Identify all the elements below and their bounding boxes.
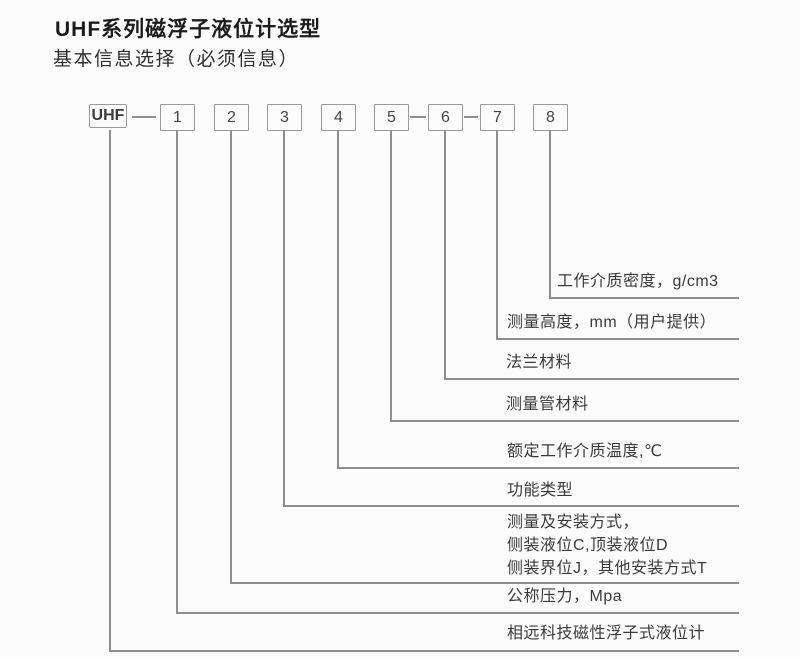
label-position-2-line1: 测量及安装方式， xyxy=(507,514,640,531)
dash-prefix-to-1 xyxy=(132,116,156,118)
label-position-6: 法兰材料 xyxy=(506,354,573,371)
label-position-2: 测量及安装方式， 侧装液位C,顶装液位D 侧装界位J，其他安装方式T xyxy=(507,511,707,580)
code-box-2: 2 xyxy=(214,104,249,131)
connector-1-vline xyxy=(176,130,178,612)
connector-5-vline xyxy=(390,130,392,420)
connector-prefix-hline xyxy=(109,650,739,652)
label-position-5: 测量管材料 xyxy=(506,396,589,413)
connector-2-vline xyxy=(230,130,232,582)
label-position-1: 公称压力，Mpa xyxy=(507,588,623,605)
connector-5-hline xyxy=(390,420,739,422)
page-subtitle: 基本信息选择（必须信息） xyxy=(53,49,300,70)
connector-4-vline xyxy=(337,130,339,467)
label-prefix: 相远科技磁性浮子式液位计 xyxy=(507,625,706,642)
label-position-8: 工作介质密度，g/cm3 xyxy=(557,273,719,290)
label-position-7: 测量高度，mm（用户提供） xyxy=(507,314,717,331)
code-box-7: 7 xyxy=(480,104,515,131)
label-position-2-line2: 侧装液位C,顶装液位D xyxy=(507,537,669,554)
connector-8-vline xyxy=(549,130,551,297)
connector-6-hline xyxy=(444,378,739,380)
connector-3-vline xyxy=(283,130,285,505)
connector-2-hline xyxy=(230,582,739,584)
connector-8-hline xyxy=(549,297,739,299)
connector-7-vline xyxy=(496,130,498,338)
page-title: UHF系列磁浮子液位计选型 xyxy=(55,18,322,41)
code-box-6: 6 xyxy=(428,104,463,131)
dash-5-to-6 xyxy=(410,116,426,118)
connector-prefix-vline xyxy=(109,130,111,650)
code-box-8: 8 xyxy=(533,104,568,131)
code-box-4: 4 xyxy=(321,104,356,131)
model-prefix-box: UHF xyxy=(89,104,127,128)
connector-4-hline xyxy=(337,467,739,469)
connector-1-hline xyxy=(176,612,739,614)
label-position-4: 额定工作介质温度,℃ xyxy=(507,443,663,460)
label-position-3: 功能类型 xyxy=(507,482,574,499)
connector-6-vline xyxy=(444,130,446,378)
code-box-3: 3 xyxy=(267,104,302,131)
connector-7-hline xyxy=(496,338,739,340)
connector-3-hline xyxy=(283,505,739,507)
code-box-5: 5 xyxy=(374,104,409,131)
code-box-1: 1 xyxy=(160,104,195,131)
dash-6-to-7 xyxy=(464,116,478,118)
label-position-2-line3: 侧装界位J，其他安装方式T xyxy=(507,560,708,577)
